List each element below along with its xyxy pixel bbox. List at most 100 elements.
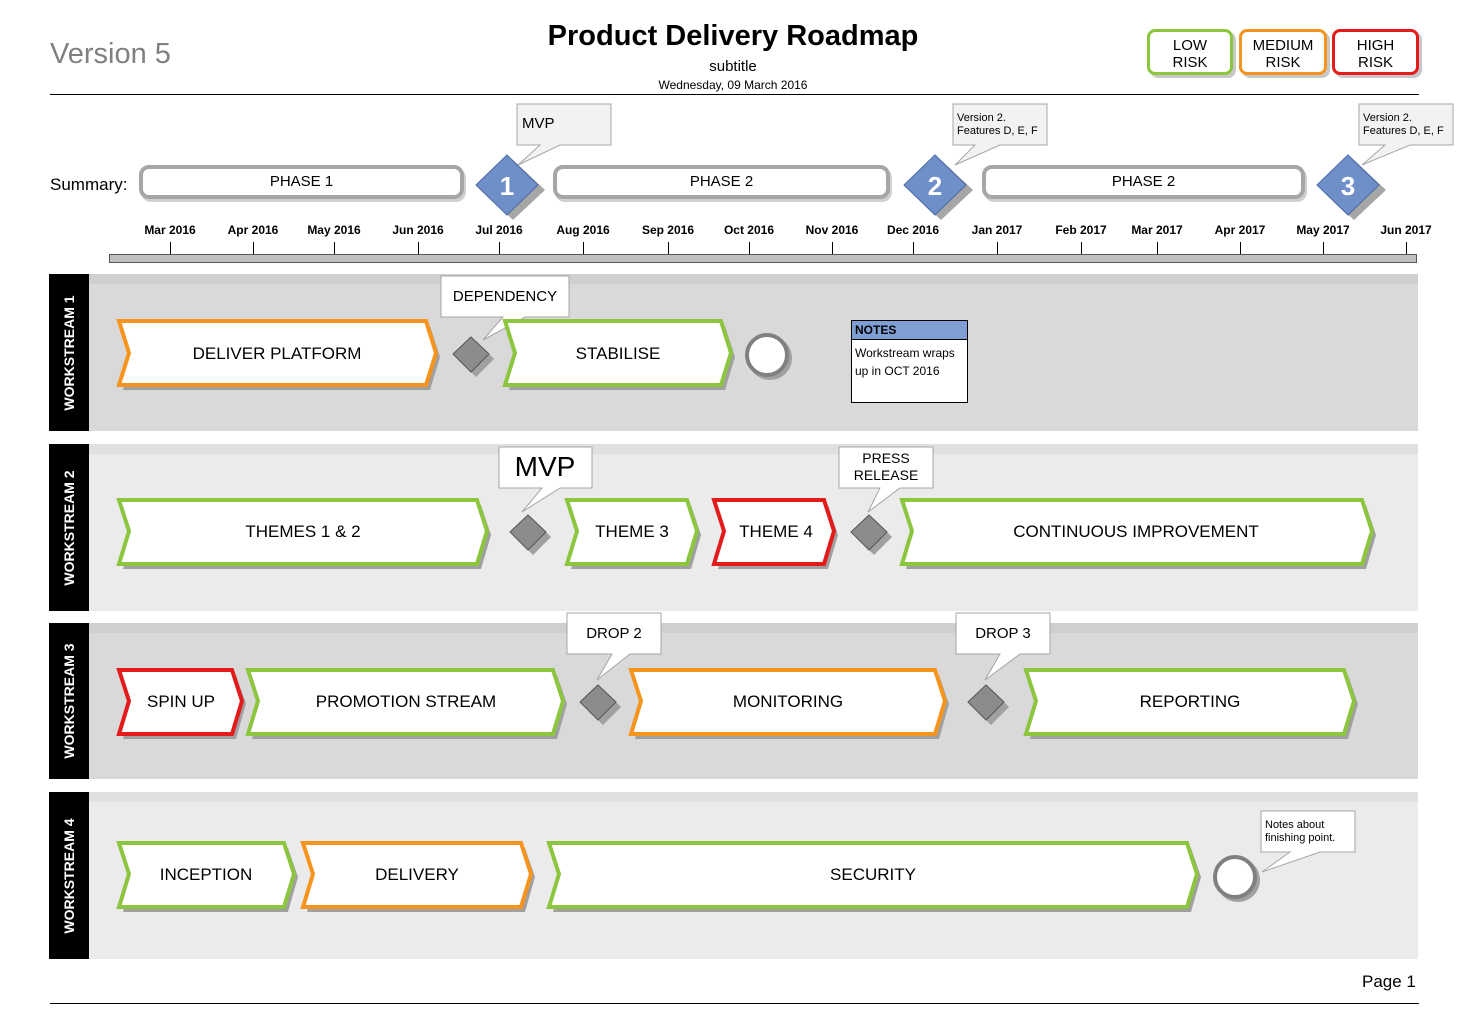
- finish-note-line2: finishing point.: [1265, 832, 1335, 844]
- task-deliver-platform: DELIVER PLATFORM: [116, 319, 440, 390]
- month-label: May 2017: [1296, 223, 1350, 237]
- notes-line1: Workstream wraps: [855, 346, 955, 360]
- version-label: Version 5: [50, 38, 171, 70]
- month-label: Jan 2017: [971, 223, 1023, 237]
- month-label: May 2016: [307, 223, 361, 237]
- milestone-1-label: 1: [500, 171, 514, 201]
- task-promotion-stream: PROMOTION STREAM: [245, 668, 567, 739]
- version2-callout: Version 2. Features D, E, F: [952, 103, 1048, 166]
- task-stabilise-label: STABILISE: [576, 344, 661, 363]
- phase-bar-2: PHASE 2: [553, 165, 890, 199]
- month-label: Apr 2017: [1214, 223, 1266, 237]
- version3-callout: Version 2. Features D, E, F: [1358, 103, 1454, 166]
- task-theme-4: THEME 4: [711, 498, 838, 569]
- timeline-tick: [668, 242, 669, 254]
- version3-callout-line1: Version 2.: [1363, 112, 1412, 124]
- task-theme-3-label: THEME 3: [595, 522, 669, 541]
- task-reporting-label: REPORTING: [1140, 692, 1241, 711]
- timeline-tick: [832, 242, 833, 254]
- drop-2-milestone: [579, 684, 621, 725]
- workstream-1-header: WORKSTREAM 1: [49, 274, 89, 431]
- month-label: Feb 2017: [1055, 223, 1107, 237]
- timeline-tick: [1240, 242, 1241, 254]
- timeline-tick: [1323, 242, 1324, 254]
- legend-medium-line1: MEDIUM: [1252, 37, 1314, 54]
- notes-heading: NOTES: [852, 321, 967, 340]
- task-inception: INCEPTION: [116, 841, 298, 912]
- end-point-circle: [745, 333, 792, 380]
- milestone-2: 2: [903, 154, 973, 220]
- page-subtitle: subtitle: [709, 58, 757, 75]
- dependency-callout-text: DEPENDENCY: [453, 288, 557, 305]
- month-label: Mar 2016: [144, 223, 196, 237]
- month-label: Jul 2016: [475, 223, 523, 237]
- task-monitoring-label: MONITORING: [733, 692, 843, 711]
- task-security: SECURITY: [546, 841, 1201, 912]
- milestone-3-label: 3: [1341, 171, 1355, 201]
- legend-medium-line2: RISK: [1265, 54, 1301, 71]
- workstream-2-header: WORKSTREAM 2: [49, 444, 89, 611]
- milestone-1: 1: [475, 154, 545, 220]
- legend-low-risk: LOW RISK: [1147, 29, 1233, 75]
- task-spin-up-label: SPIN UP: [147, 692, 215, 711]
- dependency-milestone: [452, 336, 494, 377]
- timeline-tick: [418, 242, 419, 254]
- drop-2-callout-text: DROP 2: [586, 625, 642, 642]
- press-release-callout: PRESS RELEASE: [838, 446, 934, 513]
- version2-callout-line1: Version 2.: [957, 112, 1006, 124]
- notes-line2: up in OCT 2016: [855, 364, 940, 378]
- timeline-tick: [499, 242, 500, 254]
- legend-low-line2: RISK: [1172, 54, 1208, 71]
- task-delivery-label: DELIVERY: [375, 865, 459, 884]
- timeline-tick: [170, 242, 171, 254]
- timeline-tick: [253, 242, 254, 254]
- legend-low-line1: LOW: [1172, 37, 1208, 54]
- summary-graphics: MVP Version 2. Features D, E, F Version …: [475, 103, 1454, 220]
- mvp-stream-callout-text: MVP: [515, 451, 576, 482]
- timeline-bar: [109, 254, 1417, 263]
- timeline-tick: [997, 242, 998, 254]
- page-number: Page 1: [1362, 972, 1416, 991]
- workstream-1-notes: NOTES Workstream wraps up in OCT 2016: [851, 320, 968, 403]
- legend-high-risk: HIGH RISK: [1332, 29, 1419, 75]
- timeline-tick: [1081, 242, 1082, 254]
- task-theme-3: THEME 3: [564, 498, 701, 569]
- timeline-tick: [749, 242, 750, 254]
- month-label: Mar 2017: [1131, 223, 1183, 237]
- phase-bar-3: PHASE 2: [982, 165, 1305, 199]
- task-continuous-improvement: CONTINUOUS IMPROVEMENT: [899, 498, 1376, 569]
- summary-label: Summary:: [50, 175, 128, 194]
- page-title: Product Delivery Roadmap: [547, 20, 919, 52]
- timeline-tick: [1406, 242, 1407, 254]
- legend-high-line1: HIGH: [1356, 37, 1395, 54]
- task-theme-4-label: THEME 4: [739, 522, 813, 541]
- finish-note-callout: Notes about finishing point.: [1260, 810, 1356, 873]
- phase-bar-1: PHASE 1: [139, 165, 464, 199]
- legend-medium-risk: MEDIUM RISK: [1239, 29, 1327, 75]
- task-security-label: SECURITY: [830, 865, 916, 884]
- drop-2-callout: DROP 2: [566, 612, 662, 681]
- finish-note-line1: Notes about: [1265, 819, 1324, 831]
- legend-high-line2: RISK: [1357, 54, 1393, 71]
- task-continuous-improvement-label: CONTINUOUS IMPROVEMENT: [1013, 522, 1259, 541]
- month-label: Dec 2016: [886, 223, 940, 237]
- task-stabilise: STABILISE: [502, 319, 735, 390]
- header-divider: [50, 94, 1419, 95]
- timeline-tick: [913, 242, 914, 254]
- page-date: Wednesday, 09 March 2016: [658, 78, 808, 92]
- month-label: Aug 2016: [556, 223, 610, 237]
- task-delivery: DELIVERY: [300, 841, 535, 912]
- footer-divider: [50, 1003, 1419, 1004]
- month-label: Jun 2016: [392, 223, 444, 237]
- finish-point-circle: [1213, 855, 1260, 902]
- mvp-stream-callout: MVP: [498, 446, 593, 513]
- mvp-callout-text: MVP: [522, 115, 555, 132]
- version2-callout-line2: Features D, E, F: [957, 125, 1038, 137]
- press-release-callout-line1: PRESS: [862, 450, 909, 466]
- task-monitoring: MONITORING: [628, 668, 949, 739]
- timeline-tick: [1157, 242, 1158, 254]
- press-release-callout-line2: RELEASE: [854, 467, 919, 483]
- task-promotion-stream-label: PROMOTION STREAM: [316, 692, 496, 711]
- task-deliver-platform-label: DELIVER PLATFORM: [193, 344, 362, 363]
- month-label: Jun 2017: [1380, 223, 1432, 237]
